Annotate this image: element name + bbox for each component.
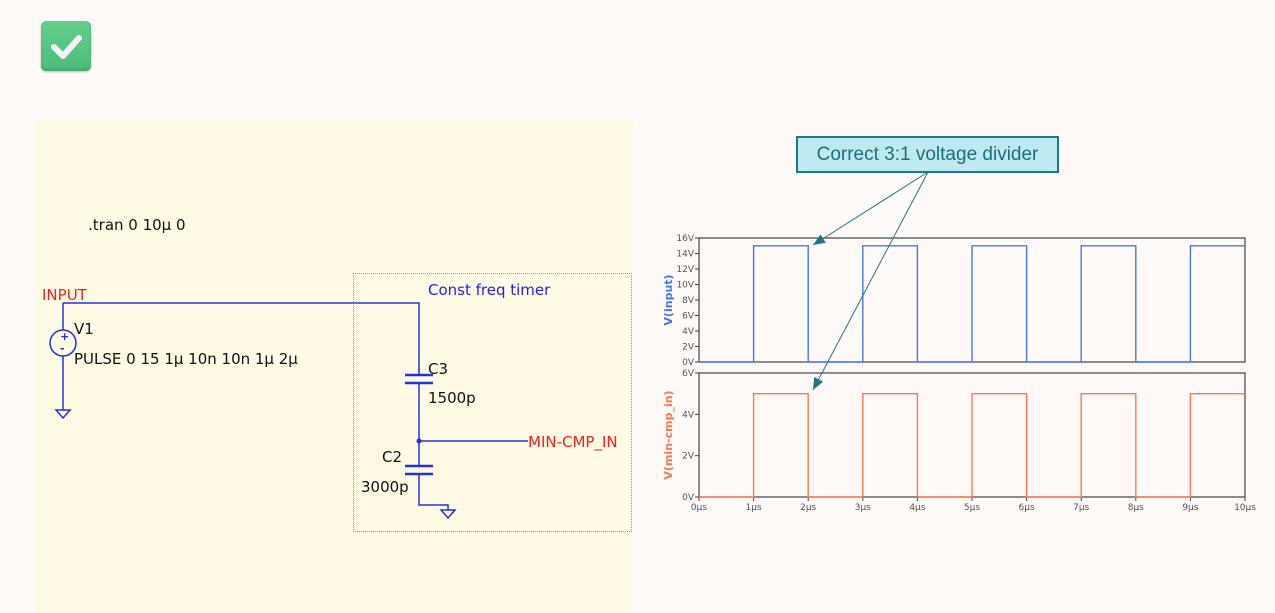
x-tick-label: 0µs — [691, 503, 707, 513]
y-tick-label: 6V — [682, 369, 695, 379]
y-tick-label: 4V — [682, 327, 695, 337]
x-tick-label: 8µs — [1128, 503, 1144, 513]
schematic-canvas[interactable]: + - .tran 0 10µ 0 INPUT V1 PULSE 0 15 1µ… — [36, 120, 634, 613]
y-tick-label: 0V — [682, 493, 695, 503]
ground-icon — [54, 409, 72, 420]
x-tick-label: 6µs — [1019, 503, 1035, 513]
tran-directive[interactable]: .tran 0 10µ 0 — [88, 216, 186, 234]
net-label-input[interactable]: INPUT — [42, 286, 87, 304]
y-tick-label: 2V — [682, 343, 695, 353]
y-tick-label: 14V — [676, 250, 694, 260]
v1-name[interactable]: V1 — [74, 320, 94, 338]
y-tick-label: 6V — [682, 312, 695, 322]
callout-arrow-line — [812, 171, 929, 246]
schematic-wires: + - — [49, 302, 528, 520]
y-tick-label: 12V — [676, 265, 694, 275]
group-box-const-freq-timer[interactable] — [353, 273, 632, 532]
svg-text:+: + — [60, 330, 69, 343]
annotation-callout: Correct 3:1 voltage divider — [796, 136, 1059, 173]
c3-name[interactable]: C3 — [428, 360, 449, 378]
y-tick-label: 2V — [682, 452, 695, 462]
c2-name[interactable]: C2 — [382, 448, 403, 466]
arrowhead-icon — [813, 234, 826, 245]
success-badge — [41, 21, 91, 71]
plot-pane-2: 0V 2V 4V 6V 0µs 1µs 2µs 3µs 4µs 5µs 6µs 7µs 8µs 9µs 10… — [662, 369, 1256, 513]
c2-value[interactable]: 3000p — [361, 478, 409, 496]
x-tick-label: 2µs — [800, 503, 816, 513]
wire-c2-gnd — [418, 474, 449, 510]
plot-pane-1: 0V 2V 4V 6V 8V 10V 12V 14V 16V V(input) — [662, 234, 1246, 368]
y-tick-label: 4V — [682, 410, 695, 420]
v1-value[interactable]: PULSE 0 15 1µ 10n 10n 1µ 2µ — [74, 350, 298, 368]
y-tick-label: 8V — [682, 296, 695, 306]
y-axis-label: V(min-cmp_in) — [662, 390, 675, 479]
c3-value[interactable]: 1500p — [428, 389, 476, 407]
x-tick-label: 9µs — [1182, 503, 1198, 513]
junction-dot — [416, 438, 422, 444]
y-axis-label: V(input) — [662, 274, 675, 325]
wire-input — [63, 302, 420, 374]
net-label-output[interactable]: MIN-CMP_IN — [528, 433, 618, 451]
trace-v-min-cmp-in- — [699, 393, 1245, 498]
check-icon — [51, 35, 82, 59]
svg-text:-: - — [60, 342, 65, 355]
x-tick-label: 5µs — [964, 503, 980, 513]
x-tick-label: 10µs — [1234, 503, 1256, 513]
ground-icon — [439, 509, 457, 520]
arrowhead-icon — [813, 377, 824, 390]
x-tick-label: 4µs — [909, 503, 925, 513]
callout-arrows — [812, 171, 929, 391]
y-tick-label: 10V — [676, 281, 694, 291]
trace-v-input- — [699, 245, 1245, 363]
group-label: Const freq timer — [428, 281, 551, 299]
x-tick-label: 1µs — [746, 503, 762, 513]
x-tick-label: 3µs — [855, 503, 871, 513]
callout-arrow-line — [812, 171, 929, 391]
y-tick-label: 0V — [682, 358, 695, 368]
x-tick-label: 7µs — [1073, 503, 1089, 513]
y-tick-label: 16V — [676, 234, 694, 244]
